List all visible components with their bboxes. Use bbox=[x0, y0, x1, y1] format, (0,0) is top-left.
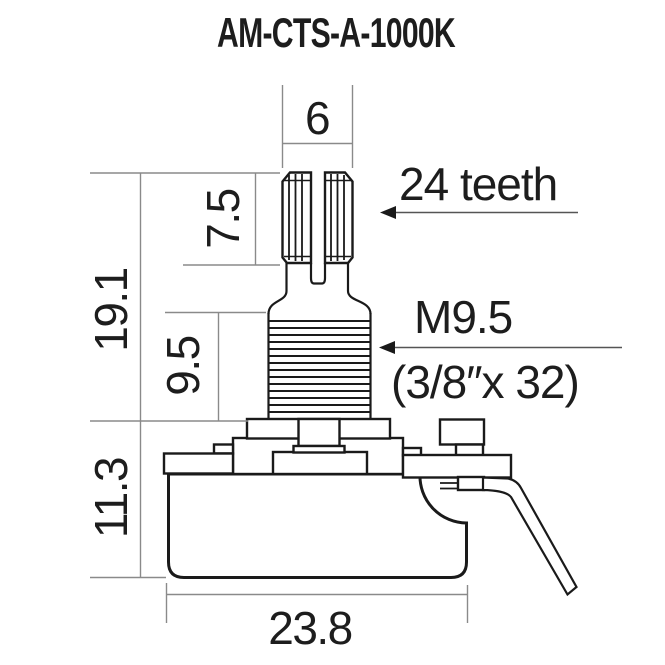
right-terminal-block bbox=[438, 418, 486, 446]
shaft-slot bbox=[309, 263, 327, 285]
knurled-shaft-right-half bbox=[323, 171, 354, 265]
shaft-neck-right bbox=[346, 263, 372, 315]
dim-text-shaft-width: 6 bbox=[305, 92, 329, 144]
label-thread-imperial: (3/8″x 32) bbox=[391, 356, 579, 408]
arrowhead-thread-spec-icon bbox=[379, 341, 395, 354]
body-center-block bbox=[271, 450, 369, 476]
terminal-stub-lines bbox=[440, 482, 458, 490]
arrowhead-24-teeth-icon bbox=[380, 206, 396, 219]
knurled-shaft-left-half bbox=[281, 171, 313, 265]
dim-text-bushing-length: 9.5 bbox=[157, 336, 209, 395]
dim-text-body-width: 23.8 bbox=[268, 602, 352, 654]
left-mounting-flange bbox=[162, 452, 235, 475]
lug-mount-block bbox=[456, 475, 486, 492]
dim-text-body-height: 11.3 bbox=[85, 458, 137, 538]
dim-text-knurl-length: 7.5 bbox=[197, 189, 249, 248]
shaft-neck-left bbox=[267, 263, 288, 315]
pot-body-outline bbox=[167, 472, 468, 579]
solder-lug bbox=[481, 476, 578, 597]
bushing-side-walls bbox=[267, 313, 372, 419]
drawing-title: AM-CTS-A-1000K bbox=[217, 9, 455, 56]
knurl-serration-lines bbox=[288, 174, 345, 261]
shaft-pillar-foot bbox=[292, 444, 346, 454]
dim-text-shaft-overall: 19.1 bbox=[85, 268, 137, 352]
right-mounting-flange bbox=[401, 453, 513, 479]
bushing-threads bbox=[268, 319, 371, 414]
label-24-teeth: 24 teeth bbox=[399, 158, 557, 210]
shaft-pillar bbox=[297, 417, 341, 448]
knurl-chamfer-lines bbox=[284, 179, 351, 258]
left-flange-tab bbox=[212, 443, 235, 455]
label-thread-metric: M9.5 bbox=[414, 291, 512, 343]
